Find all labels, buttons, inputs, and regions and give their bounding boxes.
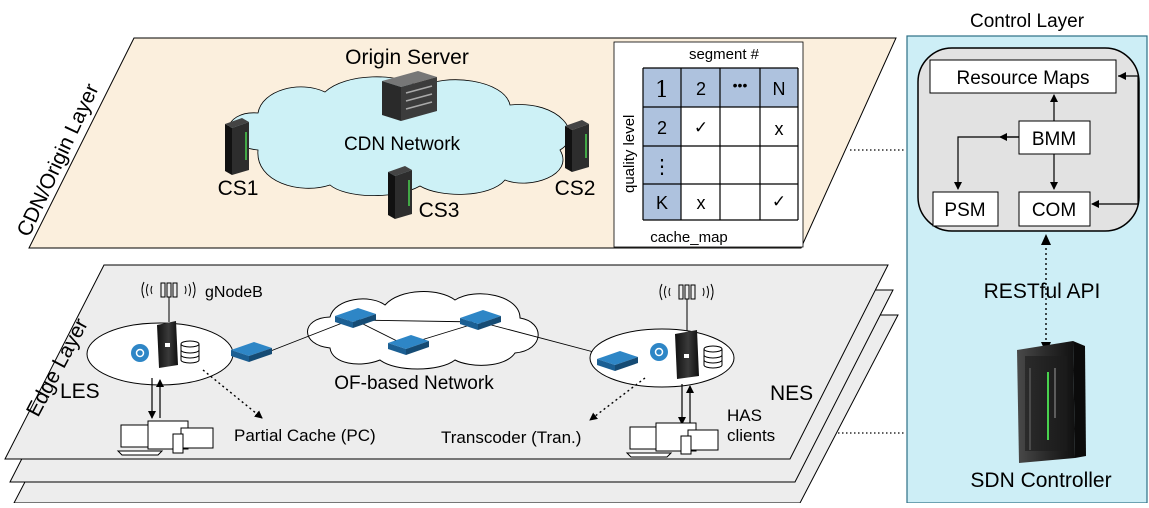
layer-connectors: [838, 149, 905, 434]
cs3-server-icon: [388, 166, 412, 219]
bmm-label: BMM: [1032, 129, 1076, 150]
partial-cache-label: Partial Cache (PC): [234, 426, 376, 445]
restful-api-label: RESTful API: [984, 280, 1101, 303]
nes-label: NES: [770, 382, 813, 405]
of-switch-icon: [460, 310, 501, 330]
has-clients-label: HAS clients: [727, 406, 775, 445]
control-arrows: [954, 72, 1139, 208]
cache-map-cell: •••: [733, 77, 748, 93]
cache-map-cell: x: [697, 193, 706, 213]
origin-server-icon: [382, 71, 437, 121]
gnodeb-antenna-icon: [141, 281, 196, 322]
cache-map-col-header: segment #: [689, 46, 760, 63]
cache-map-cell: 1: [655, 78, 669, 103]
of-network-label: OF-based Network: [334, 373, 494, 394]
has-clients-line-2: clients: [727, 426, 775, 445]
of-network-cloud: [307, 291, 539, 370]
cache-map-cell: K: [656, 193, 668, 213]
cdn-network-label: CDN Network: [344, 134, 461, 155]
sdn-controller-label: SDN Controller: [970, 469, 1111, 492]
cache-map-cell: N: [773, 79, 786, 99]
cs2-server-icon: [565, 120, 589, 172]
cache-map-table: 1 2 ••• N 2 ✓ x ⋮ K x ✓: [642, 67, 799, 221]
cache-map-caption: cache_map: [650, 229, 728, 246]
les-storage-icon: [180, 340, 200, 364]
nes-server-icon: [675, 330, 699, 379]
nes-client-arrows: [678, 384, 694, 425]
nes-gear-icon: [650, 343, 668, 361]
cs1-server-icon: [225, 118, 249, 175]
has-clients-line-1: HAS: [727, 406, 762, 425]
of-switch-icon: [335, 308, 376, 328]
cs1-label: CS1: [218, 177, 259, 200]
les-server-icon: [157, 321, 178, 368]
transcoder-label: Transcoder (Tran.): [441, 428, 581, 447]
edge-switch-icon: [231, 342, 272, 362]
les-client-arrows: [148, 378, 164, 419]
gnodeb-label: gNodeB: [205, 284, 263, 301]
cs3-label: CS3: [419, 199, 460, 222]
cache-map-cell: 2: [657, 118, 667, 138]
cache-map-cell: x: [775, 119, 784, 139]
com-box: COM: [1018, 191, 1091, 227]
nes-storage-icon: [703, 345, 723, 369]
nes-transcoder-arrow: [589, 377, 646, 421]
resource-maps-box: Resource Maps: [929, 59, 1117, 94]
cache-map-cell: ✓: [772, 192, 786, 212]
sdn-controller-icon: [1017, 341, 1086, 463]
com-label: COM: [1032, 200, 1076, 221]
cache-map-row-header: quality level: [621, 115, 638, 193]
cache-map-cell: ⋮: [652, 154, 672, 178]
cache-map-cell: 2: [696, 79, 706, 99]
cdn-network-cloud: [227, 76, 571, 197]
nes-antenna-icon: [659, 283, 714, 331]
cs2-label: CS2: [555, 177, 596, 200]
les-label: LES: [60, 380, 100, 403]
les-clients-icon: [116, 420, 214, 456]
psm-box: PSM: [932, 191, 999, 227]
origin-server-label: Origin Server: [345, 46, 469, 69]
nes-clients-icon: [625, 422, 719, 458]
of-switch-icon: [388, 335, 429, 355]
psm-label: PSM: [944, 200, 985, 221]
resource-maps-label: Resource Maps: [956, 68, 1089, 89]
bmm-box: BMM: [1018, 120, 1091, 155]
edge-switch-icon: [597, 351, 638, 371]
les-gear-icon: [131, 344, 149, 362]
cache-map-cell: ✓: [694, 118, 708, 138]
control-layer-title: Control Layer: [970, 11, 1085, 32]
